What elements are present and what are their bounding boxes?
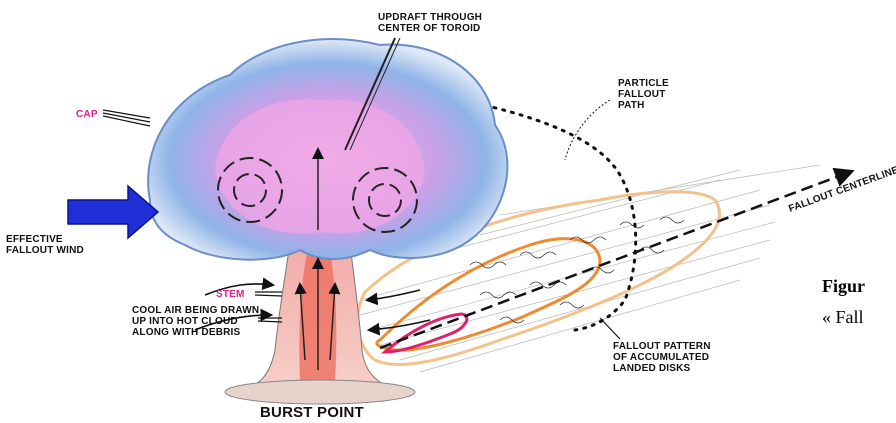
- effective-wind-arrow: [68, 186, 158, 238]
- stem-label: STEM: [216, 289, 245, 300]
- figure-caption-title: Figur: [822, 276, 896, 297]
- burst-base: [225, 380, 415, 404]
- particle-path-leader: [565, 100, 610, 160]
- cap-label: CAP: [76, 109, 98, 120]
- cloud-inner-pink: [215, 99, 425, 233]
- figure-caption-subtitle: « Fall: [822, 307, 896, 328]
- figure-caption: Figur « Fall: [822, 276, 896, 328]
- landed-disks: [470, 217, 684, 323]
- burst-point-label: BURST POINT: [260, 404, 364, 421]
